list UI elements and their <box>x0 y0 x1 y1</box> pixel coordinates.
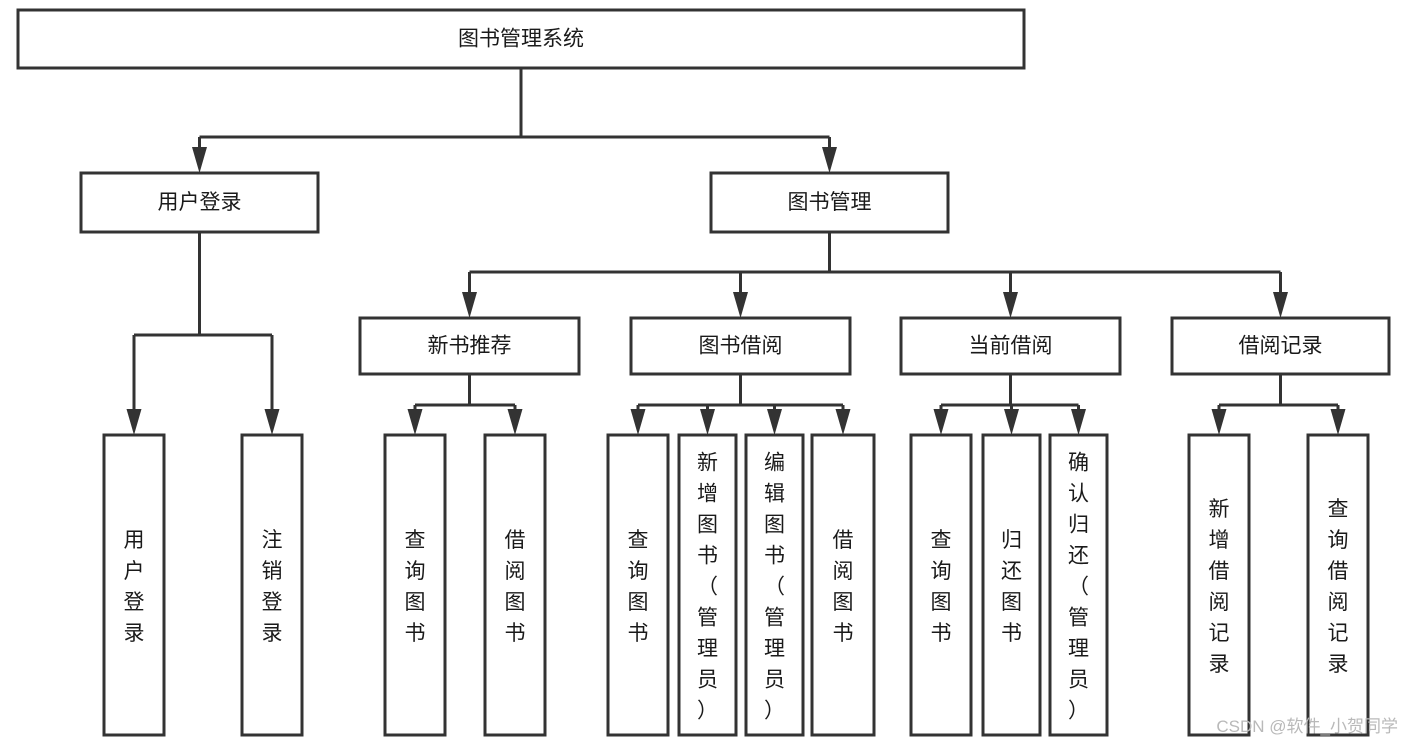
arrow-head-icon <box>1004 409 1019 435</box>
arrow-head-icon <box>126 409 142 435</box>
node-label: 确认归还（管理员） <box>1068 452 1089 723</box>
node-borrow-record[interactable]: 借阅记录 <box>1170 316 1391 376</box>
node-label: 用户登录 <box>124 529 145 645</box>
connector-group-new-book-recommend <box>407 374 523 435</box>
node-box[interactable] <box>629 316 852 376</box>
node-box[interactable] <box>709 171 950 234</box>
node-book-borrow[interactable]: 图书借阅 <box>629 316 852 376</box>
node-box[interactable] <box>606 433 670 737</box>
node-leaf-user-login[interactable]: 用户登录 <box>102 433 166 737</box>
arrow-head-icon <box>630 409 646 435</box>
arrow-head-icon <box>1071 409 1086 435</box>
node-label: 查询借阅记录 <box>1328 498 1349 676</box>
connector-group-book-borrow <box>630 374 851 435</box>
node-box[interactable] <box>744 433 805 737</box>
node-label: 查询图书 <box>628 529 649 645</box>
node-leaf-borrow-book-1[interactable]: 借阅图书 <box>483 433 547 737</box>
node-label: 用户登录 <box>158 191 242 214</box>
node-label: 借阅图书 <box>505 529 526 645</box>
node-label: 借阅图书 <box>833 529 854 645</box>
arrow-head-icon <box>1211 409 1227 435</box>
node-box[interactable] <box>240 433 304 737</box>
arrow-head-icon <box>1273 292 1288 318</box>
node-box[interactable] <box>1187 433 1251 737</box>
node-box[interactable] <box>383 433 447 737</box>
connector-group-root <box>192 68 837 173</box>
node-leaf-return-book[interactable]: 归还图书 <box>981 433 1042 737</box>
arrow-head-icon <box>407 409 423 435</box>
node-label: 图书管理 <box>788 191 872 214</box>
connector-group-book-manage <box>462 232 1288 318</box>
arrow-head-icon <box>835 409 851 435</box>
arrow-head-icon <box>767 409 782 435</box>
node-box[interactable] <box>981 433 1042 737</box>
node-leaf-add-book[interactable]: 新增图书（管理员） <box>677 433 738 737</box>
node-label: 借阅记录 <box>1239 335 1323 358</box>
node-label: 当前借阅 <box>969 335 1053 358</box>
node-box[interactable] <box>102 433 166 737</box>
node-leaf-query-record[interactable]: 查询借阅记录 <box>1306 433 1370 737</box>
node-box[interactable] <box>899 316 1122 376</box>
arrow-head-icon <box>933 409 949 435</box>
csdn-watermark: CSDN @软件_小贺同学 <box>1216 717 1398 736</box>
node-book-manage[interactable]: 图书管理 <box>709 171 950 234</box>
node-leaf-query-book-3[interactable]: 查询图书 <box>909 433 973 737</box>
node-label: 查询图书 <box>405 529 426 645</box>
arrow-head-icon <box>700 409 715 435</box>
arrow-head-icon <box>192 147 207 173</box>
node-label: 图书管理系统 <box>458 28 584 51</box>
node-leaf-query-book-1[interactable]: 查询图书 <box>383 433 447 737</box>
node-box[interactable] <box>677 433 738 737</box>
connector-group-borrow-record <box>1211 374 1346 435</box>
node-box[interactable] <box>358 316 581 376</box>
node-box[interactable] <box>79 171 320 234</box>
node-leaf-borrow-book-2[interactable]: 借阅图书 <box>810 433 876 737</box>
node-leaf-query-book-2[interactable]: 查询图书 <box>606 433 670 737</box>
arrow-head-icon <box>507 409 523 435</box>
node-leaf-edit-book[interactable]: 编辑图书（管理员） <box>744 433 805 737</box>
node-box[interactable] <box>1306 433 1370 737</box>
node-leaf-confirm-return[interactable]: 确认归还（管理员） <box>1048 433 1109 737</box>
node-leaf-logout[interactable]: 注销登录 <box>240 433 304 737</box>
node-label: 注销登录 <box>262 529 283 645</box>
arrow-head-icon <box>1003 292 1018 318</box>
node-label: 图书借阅 <box>699 335 783 358</box>
connector-layer <box>126 68 1346 435</box>
node-current-borrow[interactable]: 当前借阅 <box>899 316 1122 376</box>
node-label: 新增借阅记录 <box>1209 498 1230 676</box>
node-new-book-recommend[interactable]: 新书推荐 <box>358 316 581 376</box>
arrow-head-icon <box>822 147 837 173</box>
node-layer: 图书管理系统用户登录图书管理新书推荐图书借阅当前借阅借阅记录用户登录注销登录查询… <box>16 8 1391 737</box>
arrow-head-icon <box>264 409 280 435</box>
node-box[interactable] <box>810 433 876 737</box>
node-label: 归还图书 <box>1001 529 1022 645</box>
node-user-login[interactable]: 用户登录 <box>79 171 320 234</box>
node-label: 查询图书 <box>931 529 952 645</box>
node-box[interactable] <box>483 433 547 737</box>
connector-group-user-login <box>126 232 280 435</box>
arrow-head-icon <box>1330 409 1346 435</box>
node-box[interactable] <box>1048 433 1109 737</box>
arrow-head-icon <box>462 292 477 318</box>
node-box[interactable] <box>909 433 973 737</box>
node-root[interactable]: 图书管理系统 <box>16 8 1026 70</box>
node-label: 新书推荐 <box>428 335 512 358</box>
arrow-head-icon <box>733 292 748 318</box>
node-label: 编辑图书（管理员） <box>764 452 785 723</box>
node-leaf-add-record[interactable]: 新增借阅记录 <box>1187 433 1251 737</box>
connector-group-current-borrow <box>933 374 1086 435</box>
node-label: 新增图书（管理员） <box>697 452 718 723</box>
node-box[interactable] <box>16 8 1026 70</box>
node-box[interactable] <box>1170 316 1391 376</box>
